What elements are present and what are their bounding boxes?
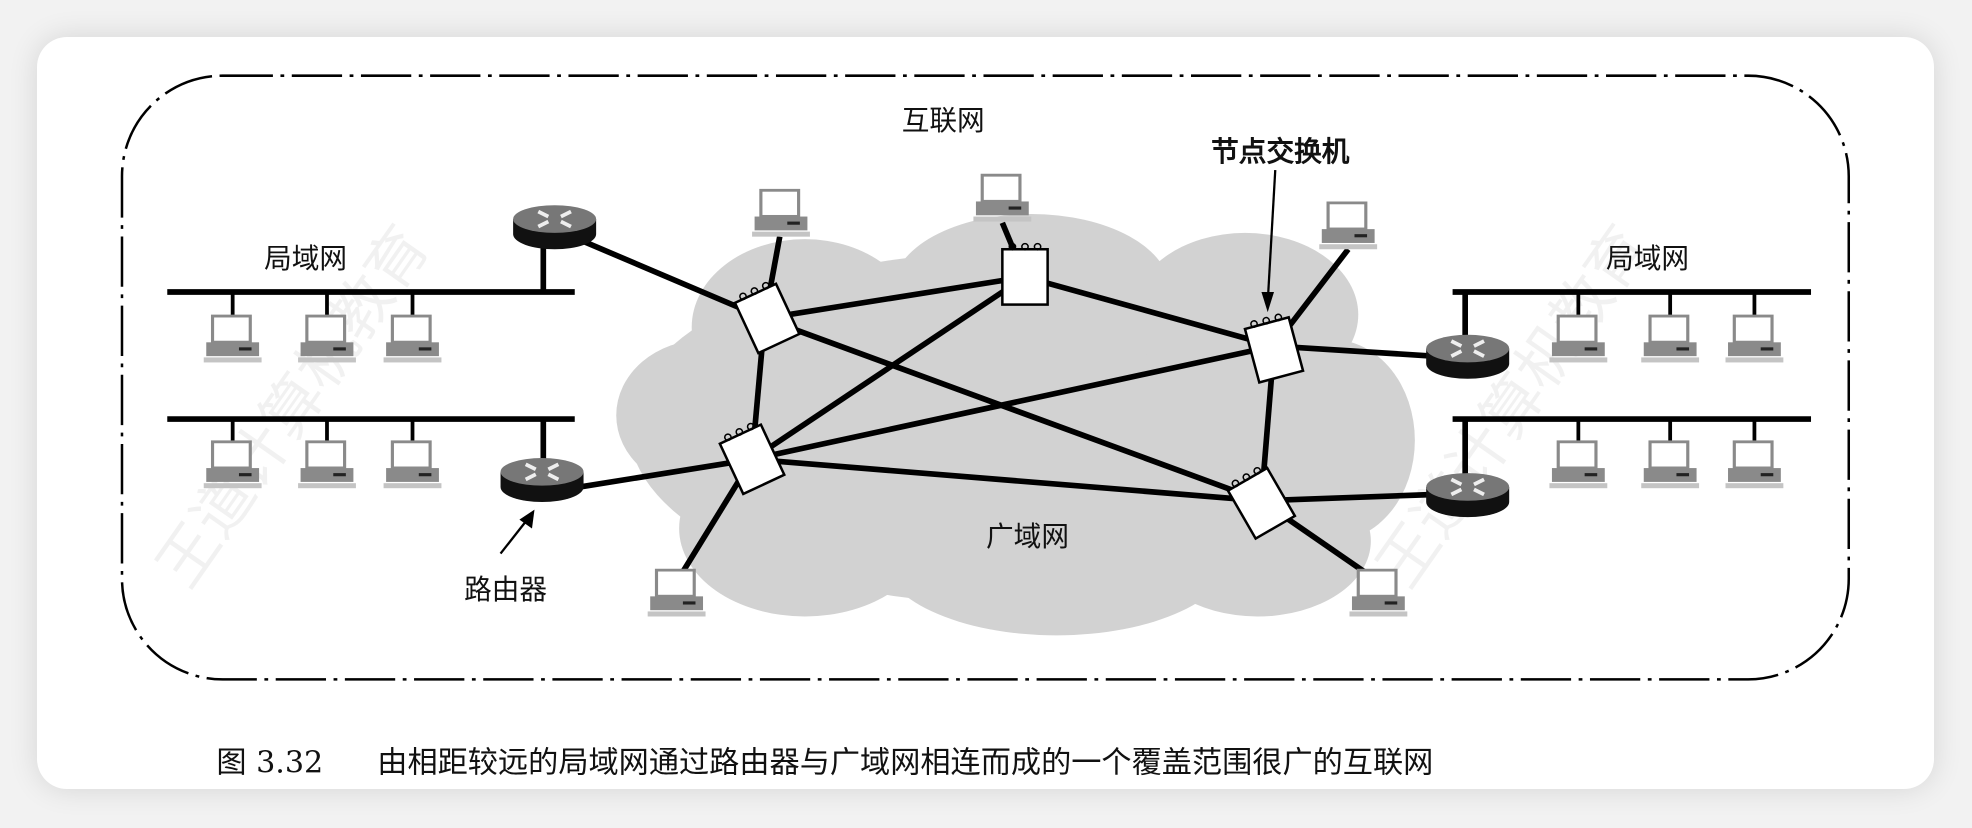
computer-icon [1639,314,1701,365]
links [167,221,1812,579]
computer-icon [646,568,708,619]
computer-icon [1723,440,1785,490]
computer-icon [1723,314,1785,365]
pointer-arrows [499,169,1277,555]
router-icon [511,203,599,252]
router-icon [1424,332,1512,381]
router-label: 路由器 [464,573,547,606]
lan-right-label: 局域网 [1606,242,1689,275]
computer-icon [382,314,444,365]
computer-icon [1547,440,1609,490]
internet-label: 互联网 [902,104,985,137]
computer-icon [202,314,264,365]
wan-label: 广域网 [986,520,1069,553]
computer-icon [971,173,1033,224]
computer-icon [296,440,358,490]
node-switch [1001,242,1049,306]
computer-icon [1317,201,1379,251]
figure-caption: 由相距较远的局域网通过路由器与广域网相连而成的一个覆盖范围很广的互联网 [377,745,1433,780]
figure-number: 图 3.32 [216,745,323,780]
router-icon [1424,471,1512,520]
computer-icon [382,440,444,490]
computer-icon [1639,440,1701,490]
node-switch-label: 节点交换机 [1211,135,1350,168]
internet-boundary [120,74,1851,681]
router-icon [498,456,586,504]
lan-left-label: 局域网 [264,242,347,275]
computer-icon [750,188,812,239]
